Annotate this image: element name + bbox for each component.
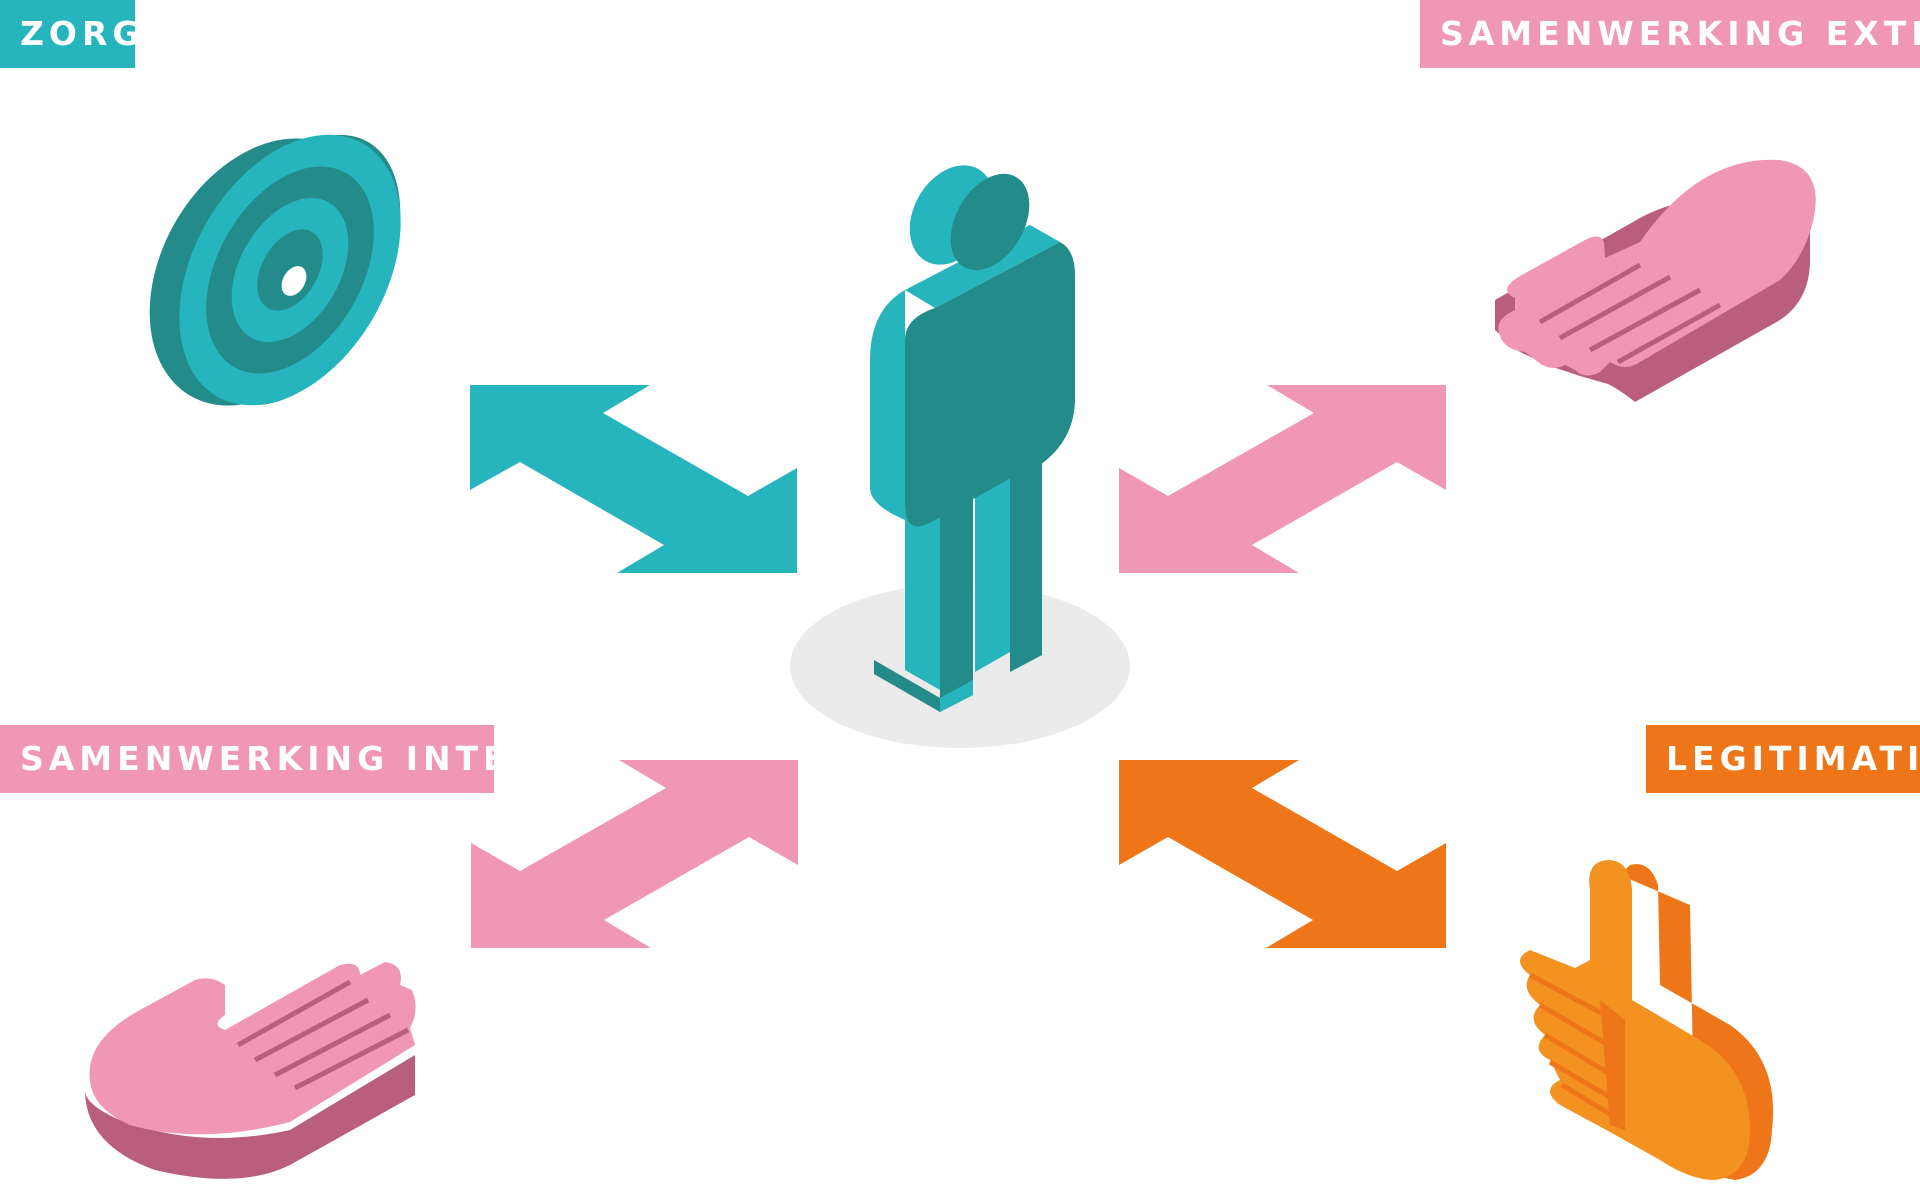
label-samenwerking-extern: SAMENWERKING EXTERN xyxy=(1420,0,1920,68)
arrow-zorg xyxy=(470,385,797,573)
arrow-samenwerking-intern xyxy=(471,760,798,948)
person-icon xyxy=(790,165,1130,748)
arrow-legitimatie xyxy=(1119,760,1446,948)
label-samenwerking-intern: SAMENWERKING INTERN xyxy=(0,725,569,793)
label-legitimatie: LEGITIMATIE xyxy=(1646,725,1920,793)
label-zorg: ZORG xyxy=(0,0,139,68)
target-icon xyxy=(149,134,401,406)
thumbs-up-icon xyxy=(1520,860,1774,1180)
open-hand-icon xyxy=(1495,159,1816,402)
arrow-samenwerking-extern xyxy=(1119,385,1446,573)
open-hand-icon-left xyxy=(85,962,416,1179)
